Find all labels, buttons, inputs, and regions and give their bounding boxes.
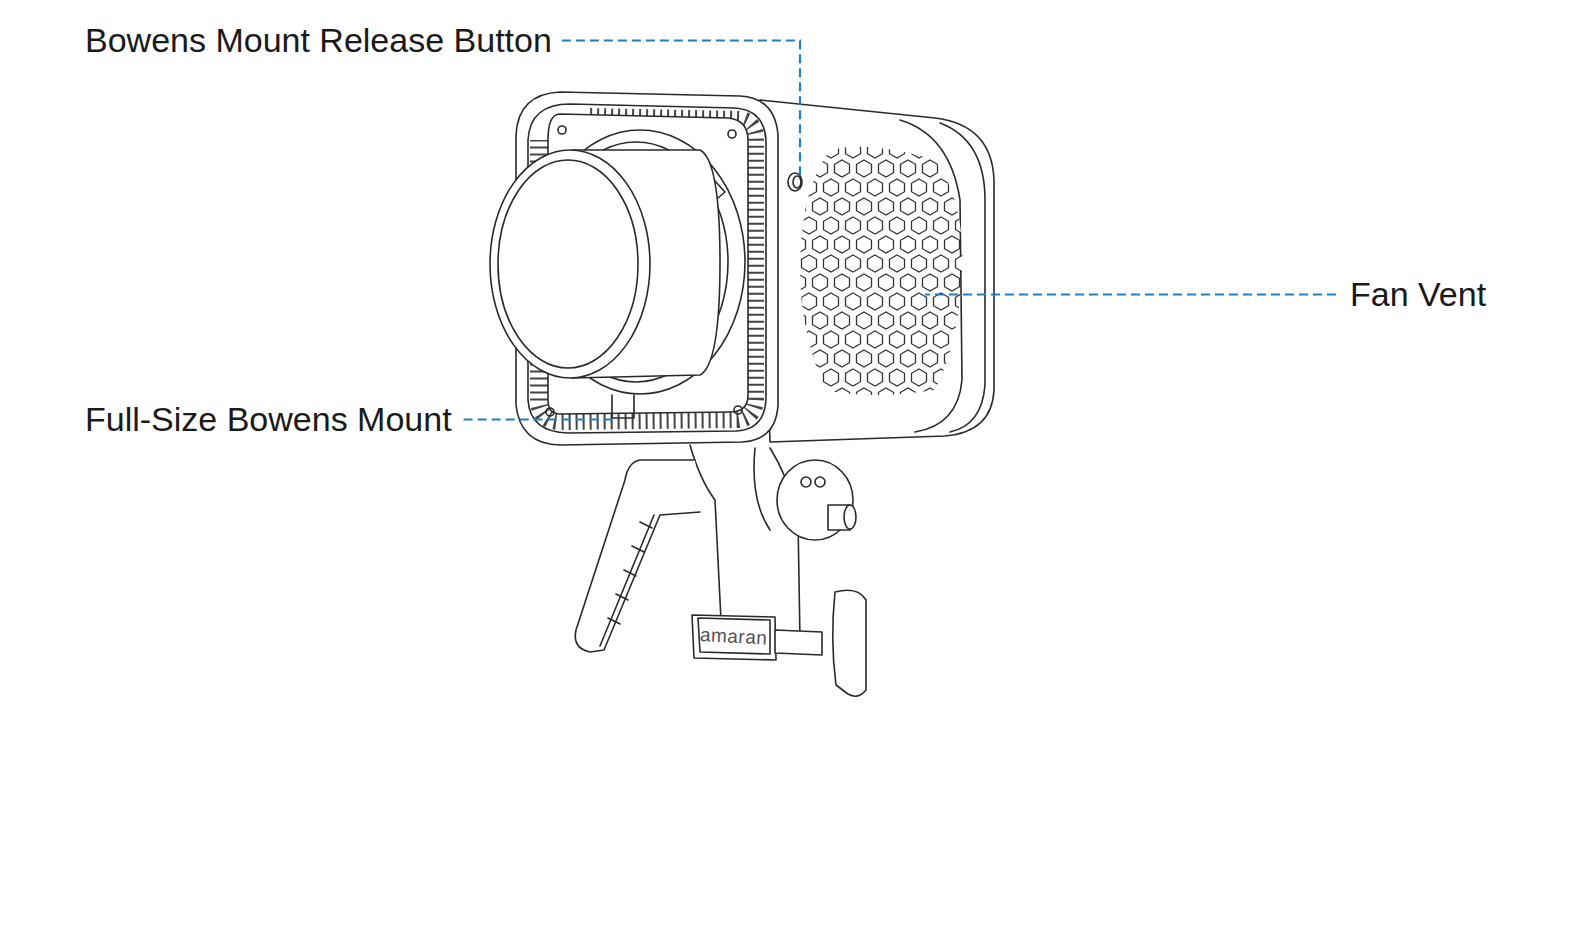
leader-line bbox=[925, 293, 1336, 295]
leader-line bbox=[464, 418, 616, 420]
part-label: Fan Vent bbox=[1350, 274, 1486, 315]
brand-logo: amaran bbox=[699, 624, 767, 649]
part-label: Bowens Mount Release Button bbox=[85, 20, 552, 61]
part-label: Full-Size Bowens Mount bbox=[85, 399, 452, 440]
leader-line bbox=[562, 41, 800, 177]
